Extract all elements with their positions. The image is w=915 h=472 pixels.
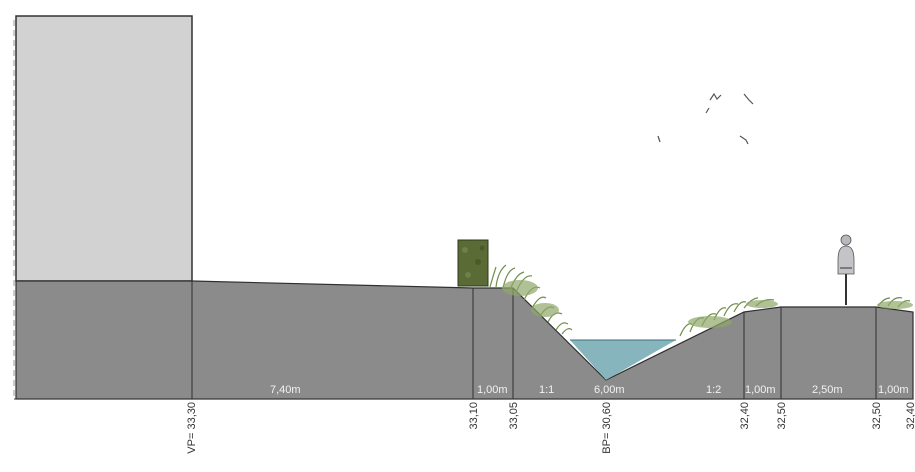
width-label: 1,00m bbox=[878, 384, 909, 396]
width-label: 6,00m bbox=[594, 384, 625, 396]
width-label: 1,00m bbox=[745, 384, 776, 396]
width-label: 1:2 bbox=[706, 384, 721, 396]
elevation-label: 33,10 bbox=[468, 402, 480, 430]
building bbox=[15, 15, 193, 282]
elevation-label: 32,40 bbox=[905, 402, 915, 430]
width-label: 7,40m bbox=[270, 384, 301, 396]
elevation-label: 32,50 bbox=[871, 402, 883, 430]
grass-icon bbox=[688, 300, 913, 328]
elevation-label: 32,40 bbox=[739, 402, 751, 430]
bird-icon bbox=[657, 92, 754, 145]
cyclist-icon bbox=[837, 234, 855, 305]
width-label: 1,00m bbox=[477, 384, 508, 396]
water bbox=[570, 340, 676, 380]
elevation-label: 32,50 bbox=[776, 402, 788, 430]
elevation-label: VP= 33,30 bbox=[186, 402, 198, 454]
elevation-label: BP= 30,60 bbox=[601, 402, 613, 454]
dimension-lines bbox=[191, 281, 877, 399]
grass-icon bbox=[502, 280, 559, 317]
width-label: 1:1 bbox=[539, 384, 554, 396]
width-label: 2,50m bbox=[812, 384, 843, 396]
elevation-label: 33,05 bbox=[508, 402, 520, 430]
hedge-icon bbox=[457, 239, 489, 287]
ground-section bbox=[15, 280, 914, 400]
